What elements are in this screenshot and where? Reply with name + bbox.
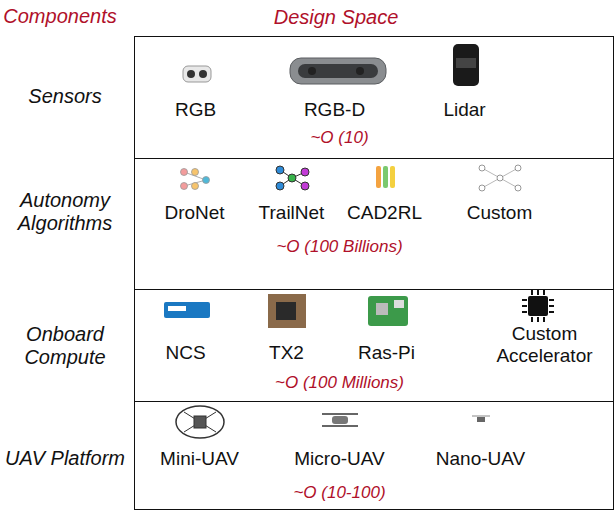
panel-heading: Design Space bbox=[274, 6, 399, 29]
ncs-stick-icon bbox=[164, 302, 210, 318]
algorithm-band: DroNet TrailNet CAD2RL Custom ~O (100 Billio… bbox=[135, 158, 613, 289]
design-space-box: Design SpaceRGBRGB-DLidar~O (10)DroNetTr… bbox=[134, 36, 614, 510]
component-label: Onboard Compute bbox=[3, 323, 128, 369]
option-label: RGB-D bbox=[304, 99, 365, 121]
compute-band: NCS TX2 Ras-Pi Custom Accelerator ~O (100 Mi… bbox=[135, 289, 613, 401]
network-icon bbox=[181, 169, 210, 190]
option-label: Custom bbox=[467, 202, 532, 224]
option-label: Ras-Pi bbox=[358, 342, 415, 364]
option-label: DroNet bbox=[164, 202, 224, 224]
platform-band: Mini-UAV Micro-UAV Nano-UAV ~O (10-100) bbox=[135, 401, 613, 511]
column-heading: Components bbox=[3, 5, 116, 28]
sensor-band: RGB RGB-D Lidar ~O (10) bbox=[135, 37, 613, 158]
option-label: TrailNet bbox=[259, 202, 325, 224]
accelerator-chip-icon bbox=[522, 290, 554, 322]
option-label: CAD2RL bbox=[347, 202, 422, 224]
option-label: RGB bbox=[175, 99, 216, 121]
complexity-label: ~O (100 Millions) bbox=[275, 373, 404, 393]
option-label: Lidar bbox=[443, 99, 485, 121]
mini-uav-icon bbox=[176, 406, 224, 438]
option-label: Mini-UAV bbox=[160, 448, 239, 470]
rgb-camera-icon bbox=[183, 66, 211, 82]
complexity-label: ~O (10-100) bbox=[293, 483, 385, 503]
rgbd-camera-icon bbox=[290, 58, 386, 84]
raspberry-pi-icon bbox=[368, 296, 408, 326]
component-label: Sensors bbox=[28, 85, 101, 108]
network-icon bbox=[376, 166, 395, 188]
complexity-label: ~O (10) bbox=[310, 128, 368, 148]
option-label: NCS bbox=[165, 342, 205, 364]
complexity-label: ~O (100 Billions) bbox=[276, 237, 402, 257]
network-icon bbox=[479, 165, 521, 191]
option-label: Custom Accelerator bbox=[490, 323, 600, 367]
network-icon bbox=[276, 166, 309, 190]
option-label: TX2 bbox=[269, 342, 304, 364]
component-label: UAV Platform bbox=[5, 447, 125, 470]
option-label: Nano-UAV bbox=[436, 448, 525, 470]
micro-uav-icon bbox=[322, 414, 358, 426]
option-label: Micro-UAV bbox=[294, 448, 384, 470]
nano-uav-icon bbox=[472, 416, 490, 422]
component-label: Autonomy Algorithms bbox=[3, 189, 128, 235]
lidar-icon bbox=[453, 44, 479, 86]
tx2-board-icon bbox=[268, 294, 306, 328]
